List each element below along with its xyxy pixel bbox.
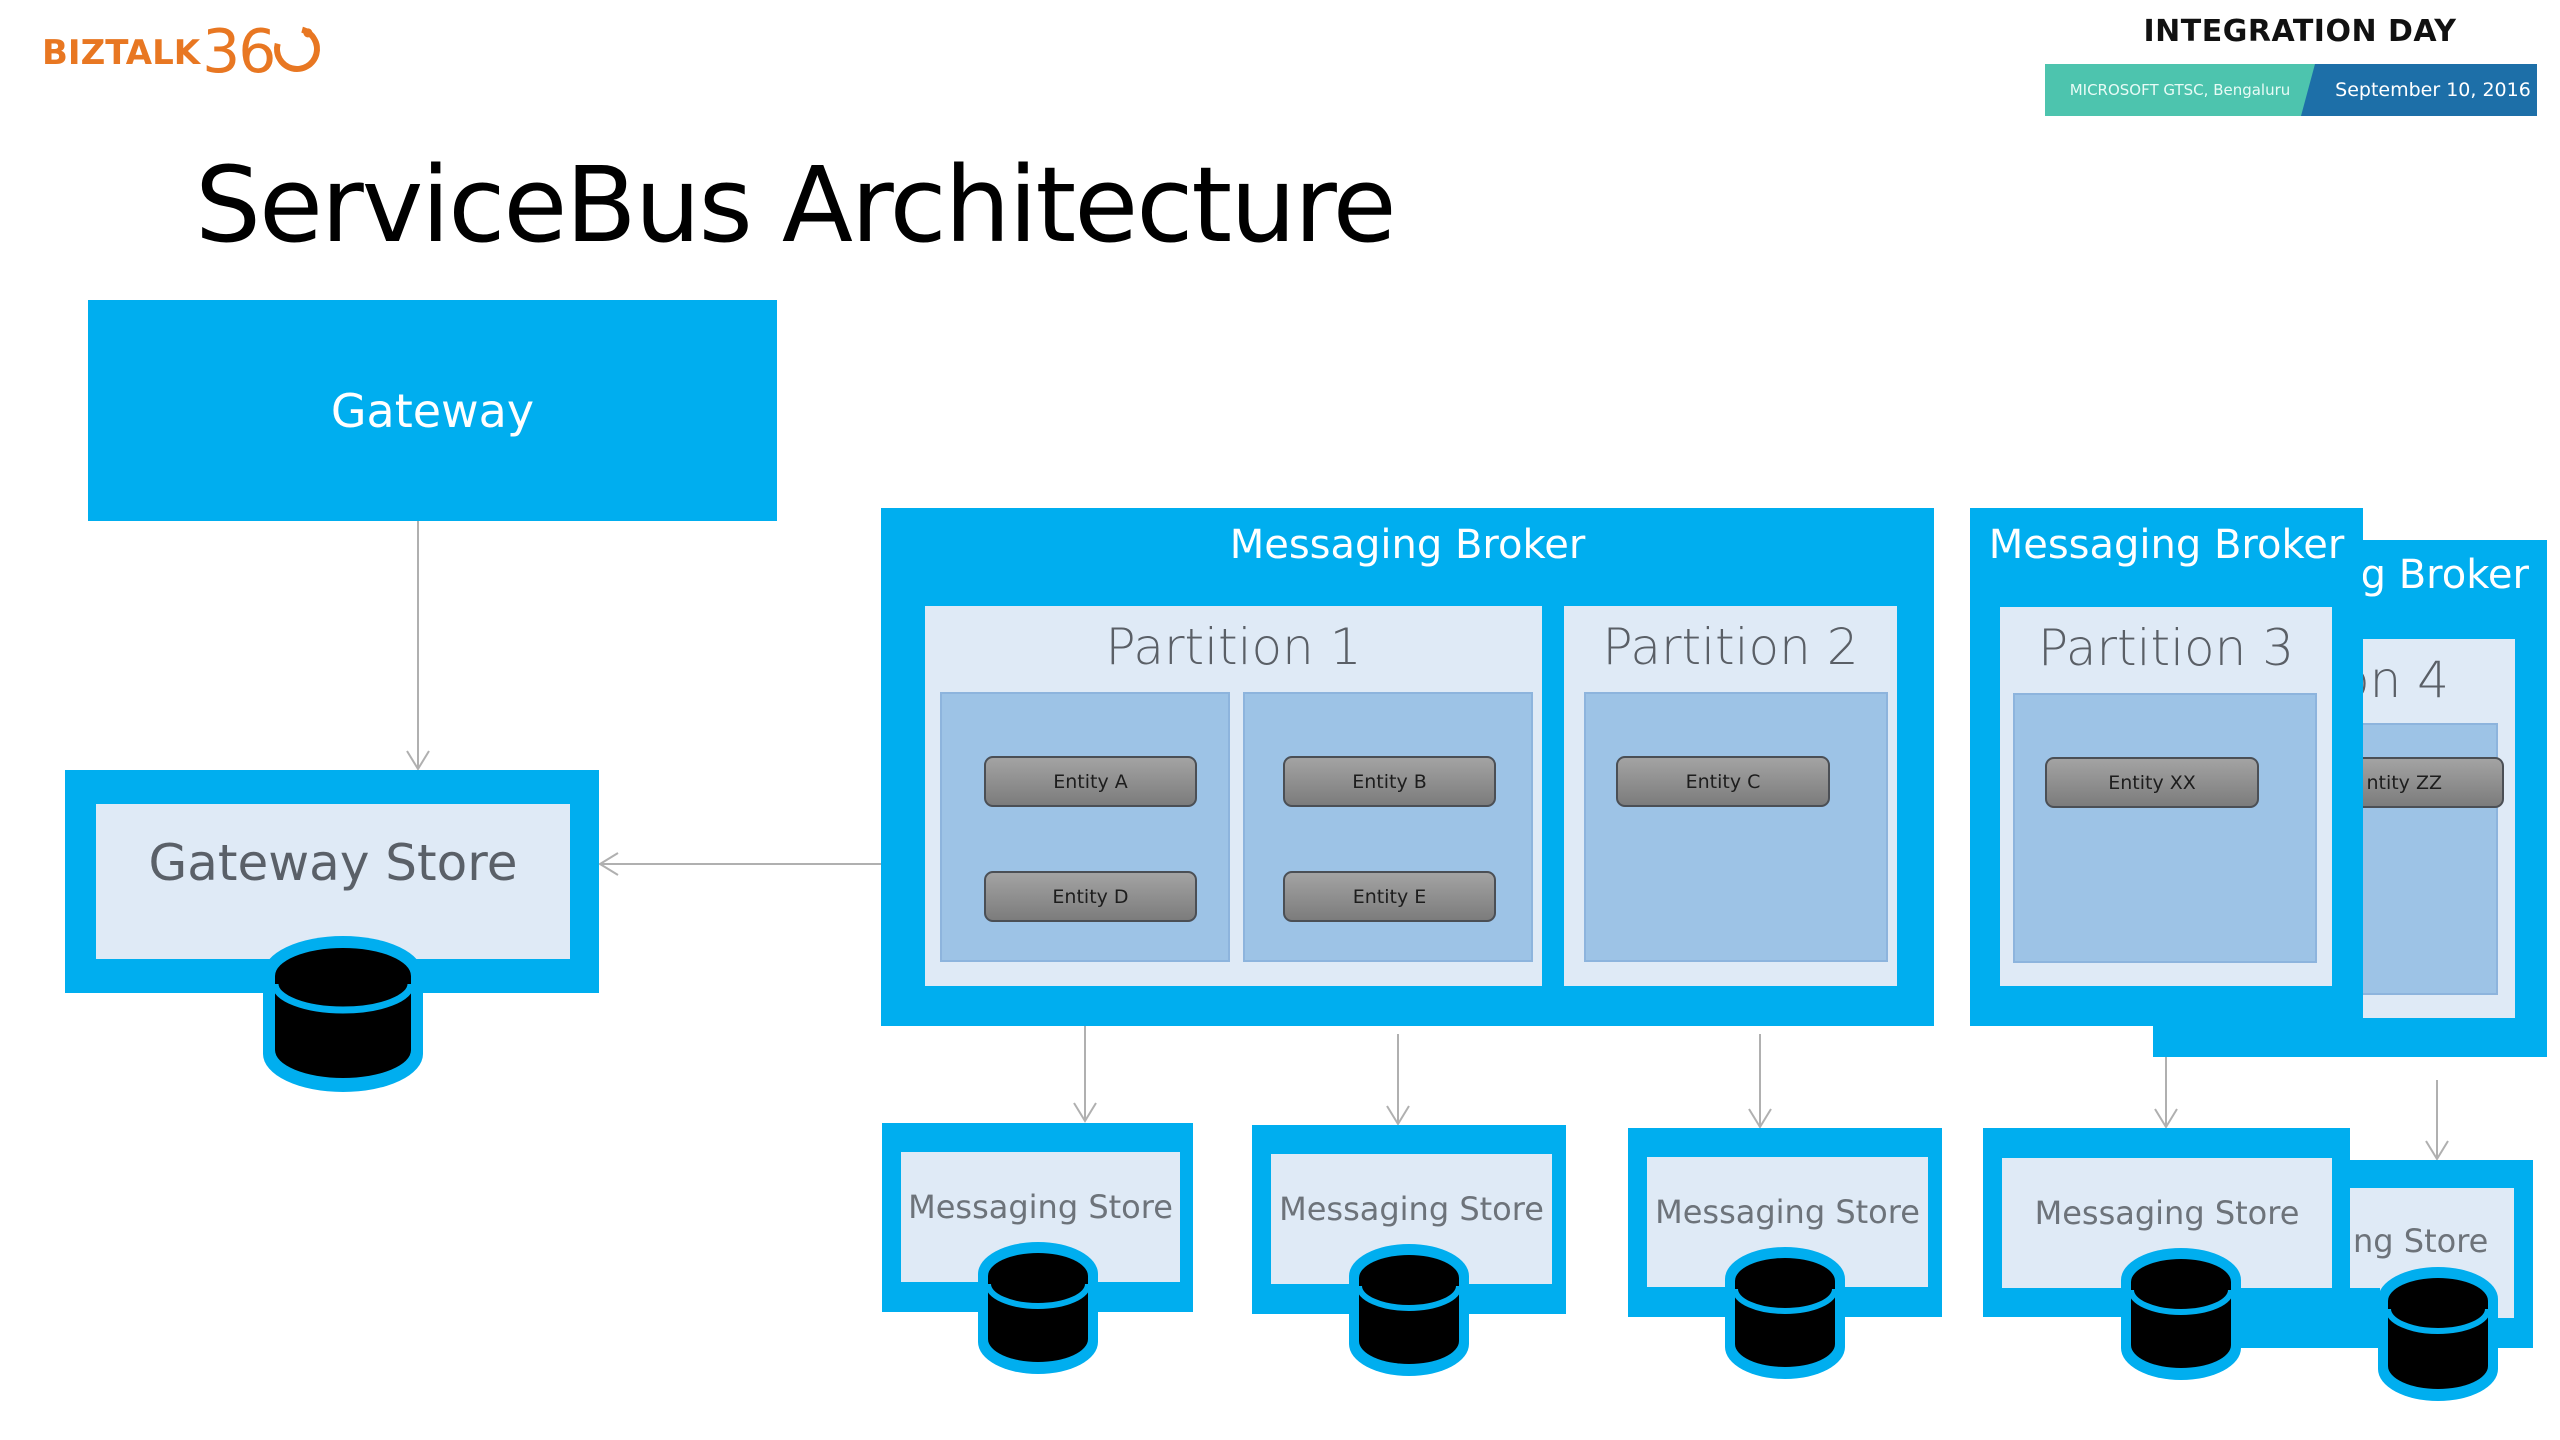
gateway-store-label: Gateway Store — [148, 834, 518, 892]
entity-a[interactable]: Entity A — [984, 756, 1197, 807]
partition-2-column: Entity C — [1584, 692, 1888, 962]
partition-label: Partition 3 — [2037, 619, 2295, 677]
partition-1-column-1: Entity A Entity D — [940, 692, 1230, 962]
messaging-store-1: Messaging Store — [882, 1123, 1193, 1312]
event-location: MICROSOFT GTSC, Bengaluru — [2045, 64, 2315, 116]
broker-label: Messaging Broker — [1229, 522, 1586, 568]
messaging-broker-3: Messaging Broker Partition 3 Entity XX — [1970, 508, 2363, 1026]
broker-label: Messaging Broker — [1988, 522, 2345, 568]
arrowhead — [1386, 1105, 1410, 1126]
entity-xx[interactable]: Entity XX — [2045, 757, 2259, 808]
partition-3-column: Entity XX — [2013, 693, 2317, 963]
arrowhead — [2425, 1140, 2449, 1161]
messaging-store-label: Messaging Store — [1279, 1190, 1544, 1228]
slide-title: ServiceBus Architecture — [195, 144, 1397, 266]
broker-label: g Broker — [2360, 552, 2529, 598]
messaging-store-label: Messaging Store — [908, 1188, 1173, 1226]
messaging-store-panel: Messaging Store — [901, 1152, 1180, 1282]
partition-2: Partition 2 Entity C — [1564, 606, 1897, 986]
entity-b[interactable]: Entity B — [1283, 756, 1496, 807]
database-icon — [2121, 1248, 2241, 1380]
messaging-store-4: Messaging Store — [1983, 1128, 2350, 1317]
arrowhead — [406, 750, 430, 771]
database-icon — [978, 1242, 1098, 1374]
logo-ring-icon — [266, 17, 329, 81]
partition-3: Partition 3 Entity XX — [2000, 607, 2332, 986]
partition-1: Partition 1 Entity A Entity D Entity B E… — [925, 606, 1542, 986]
database-icon — [1349, 1244, 1469, 1376]
event-title: INTEGRATION DAY — [2143, 14, 2457, 49]
event-banner: MICROSOFT GTSC, Bengaluru September 10, … — [2045, 64, 2537, 116]
entity-d[interactable]: Entity D — [984, 871, 1197, 922]
messaging-store-label: Messaging Store — [2034, 1194, 2300, 1232]
arrowhead — [598, 852, 619, 876]
arrowhead — [2154, 1108, 2178, 1129]
partition-label: Partition 1 — [1105, 618, 1362, 676]
partition-label: Partition 2 — [1602, 618, 1859, 676]
entity-c[interactable]: Entity C — [1616, 756, 1830, 807]
gateway-store-box: Gateway Store — [65, 770, 599, 993]
logo-text: BIZTALK — [42, 33, 201, 73]
messaging-store-label: ng Store — [2353, 1222, 2489, 1260]
arrowhead — [1073, 1102, 1097, 1123]
biztalk360-logo: BIZTALK 36 — [42, 12, 329, 87]
gateway-box: Gateway — [88, 300, 777, 521]
database-icon — [2378, 1267, 2498, 1401]
messaging-broker-1: Messaging Broker Partition 1 Entity A En… — [881, 508, 1934, 1026]
gateway-label: Gateway — [330, 383, 535, 438]
database-icon — [263, 936, 423, 1092]
logo-number: 36 — [202, 17, 276, 87]
partition-1-column-2: Entity B Entity E — [1243, 692, 1533, 962]
entity-e[interactable]: Entity E — [1283, 871, 1496, 922]
messaging-store-label: Messaging Store — [1655, 1193, 1920, 1231]
database-icon — [1725, 1247, 1845, 1379]
arrowhead — [1748, 1108, 1772, 1129]
event-date: September 10, 2016 — [2301, 64, 2537, 116]
gateway-store-panel: Gateway Store — [96, 804, 570, 959]
